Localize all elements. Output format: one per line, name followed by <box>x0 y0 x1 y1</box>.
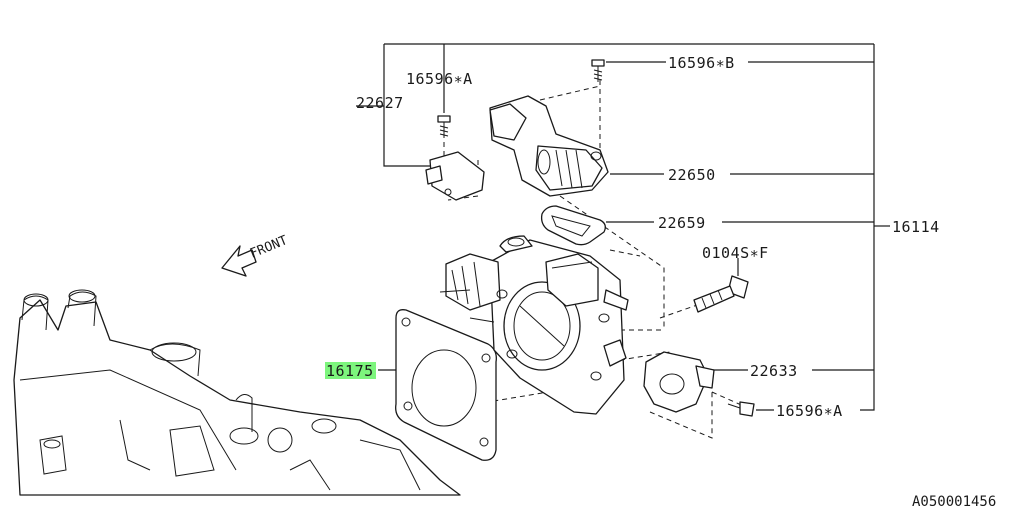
label-16596b[interactable]: 16596∗B <box>668 54 735 72</box>
front-arrow: FRONT <box>221 233 290 277</box>
label-22627[interactable]: 22627 <box>356 94 404 112</box>
label-16596a-bottom[interactable]: 16596∗A <box>776 402 843 420</box>
label-0104sf[interactable]: 0104S∗F <box>702 244 769 262</box>
screw-16596a-top <box>437 115 451 138</box>
screw-16596b <box>591 59 605 82</box>
gasket-16175 <box>395 309 497 461</box>
screw-16596a-bottom <box>727 401 755 417</box>
label-16175[interactable]: 16175 <box>326 362 374 380</box>
label-22633[interactable]: 22633 <box>750 362 798 380</box>
gasket-22659 <box>540 205 606 246</box>
throttle-body <box>439 235 629 415</box>
label-22650[interactable]: 22650 <box>668 166 716 184</box>
idle-air-control-valve-22650 <box>489 95 609 197</box>
sensor-22627 <box>425 151 485 201</box>
part-labels: 16596∗A 22627 16596∗B 22650 22659 16114 … <box>325 54 940 420</box>
label-16175-highlight <box>325 362 376 379</box>
label-16596a-top[interactable]: 16596∗A <box>406 70 473 88</box>
intake-manifold <box>13 289 461 496</box>
front-label: FRONT <box>248 233 290 262</box>
bolt-0104sf <box>693 275 749 313</box>
diagram-id: A050001456 <box>912 494 996 510</box>
label-22659[interactable]: 22659 <box>658 214 706 232</box>
throttle-position-sensor-22633 <box>643 351 715 413</box>
label-16114[interactable]: 16114 <box>892 218 940 236</box>
